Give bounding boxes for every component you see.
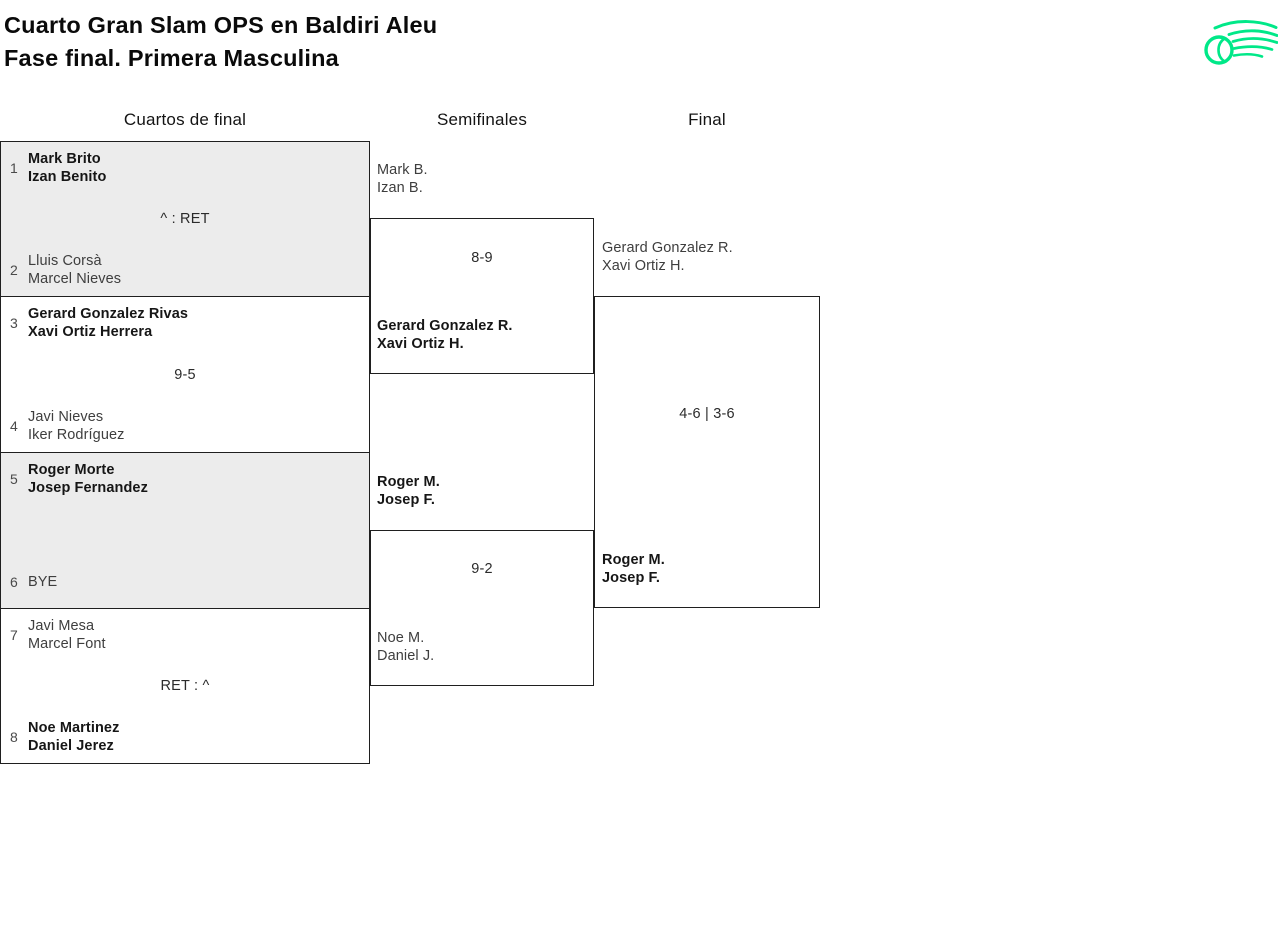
page-title-line1: Cuarto Gran Slam OPS en Baldiri Aleu	[4, 12, 438, 38]
team-names: Javi Mesa Marcel Font	[28, 618, 106, 652]
round-header-quarterfinals: Cuartos de final	[123, 110, 247, 129]
match-score: ^ : RET	[160, 211, 210, 227]
match-quarterfinal-3[interactable]: 5 Roger Morte Josep Fernandez 6 BYE	[0, 452, 370, 609]
semifinal-2-score: 9-2	[471, 561, 493, 577]
semifinal-2-top-team-names: Roger M. Josep F.	[377, 474, 440, 508]
match-semifinal-2[interactable]	[370, 530, 594, 686]
tennis-ball-swoosh-logo-icon	[1204, 20, 1278, 65]
final-top-team-names: Gerard Gonzalez R. Xavi Ortiz H.	[602, 240, 733, 274]
match-quarterfinal-4[interactable]: 7 Javi Mesa Marcel Font RET : ^ 8 Noe Ma…	[0, 608, 370, 764]
round-header-semifinals: Semifinales	[436, 110, 528, 129]
team-slot: 3 Gerard Gonzalez Rivas Xavi Ortiz Herre…	[10, 305, 188, 341]
team-slot: 2 Lluis Corsà Marcel Nieves	[10, 252, 121, 288]
seed-number: 5	[10, 471, 18, 487]
match-semifinal-1[interactable]	[370, 218, 594, 374]
team-names: Javi Nieves Iker Rodríguez	[28, 409, 125, 443]
team-names: BYE	[28, 574, 58, 590]
seed-number: 6	[10, 574, 18, 590]
seed-number: 8	[10, 729, 18, 745]
semifinal-1-score: 8-9	[471, 250, 493, 266]
seed-number: 2	[10, 262, 18, 278]
match-final[interactable]	[594, 296, 820, 608]
seed-number: 1	[10, 160, 18, 176]
seed-number: 3	[10, 315, 18, 331]
team-names: Noe Martinez Daniel Jerez	[28, 720, 120, 754]
team-slot: 6 BYE	[10, 564, 57, 600]
seed-number: 4	[10, 418, 18, 434]
match-quarterfinal-1[interactable]: 1 Mark Brito Izan Benito ^ : RET 2 Lluis…	[0, 141, 370, 297]
page-title: Cuarto Gran Slam OPS en Baldiri Aleu Fas…	[4, 9, 437, 75]
semifinal-1-bottom-team-names: Gerard Gonzalez R. Xavi Ortiz H.	[377, 318, 513, 352]
round-header-final: Final	[688, 110, 726, 129]
team-slot: 5 Roger Morte Josep Fernandez	[10, 461, 148, 497]
match-quarterfinal-2[interactable]: 3 Gerard Gonzalez Rivas Xavi Ortiz Herre…	[0, 296, 370, 453]
team-slot: 4 Javi Nieves Iker Rodríguez	[10, 408, 125, 444]
semifinal-1-top-team-names: Mark B. Izan B.	[377, 162, 428, 196]
final-bottom-team-names: Roger M. Josep F.	[602, 552, 665, 586]
page-title-line2: Fase final. Primera Masculina	[4, 45, 339, 71]
final-score: 4-6 | 3-6	[679, 406, 735, 422]
team-slot: 8 Noe Martinez Daniel Jerez	[10, 719, 119, 755]
team-names: Roger Morte Josep Fernandez	[28, 462, 148, 496]
team-slot: 7 Javi Mesa Marcel Font	[10, 617, 106, 653]
semifinal-2-bottom-team-names: Noe M. Daniel J.	[377, 630, 435, 664]
match-score: 9-5	[174, 366, 196, 383]
seed-number: 7	[10, 627, 18, 643]
team-names: Mark Brito Izan Benito	[28, 151, 107, 185]
team-slot: 1 Mark Brito Izan Benito	[10, 150, 106, 186]
match-score: RET : ^	[160, 678, 210, 694]
team-names: Gerard Gonzalez Rivas Xavi Ortiz Herrera	[28, 306, 189, 340]
team-names: Lluis Corsà Marcel Nieves	[28, 253, 122, 287]
